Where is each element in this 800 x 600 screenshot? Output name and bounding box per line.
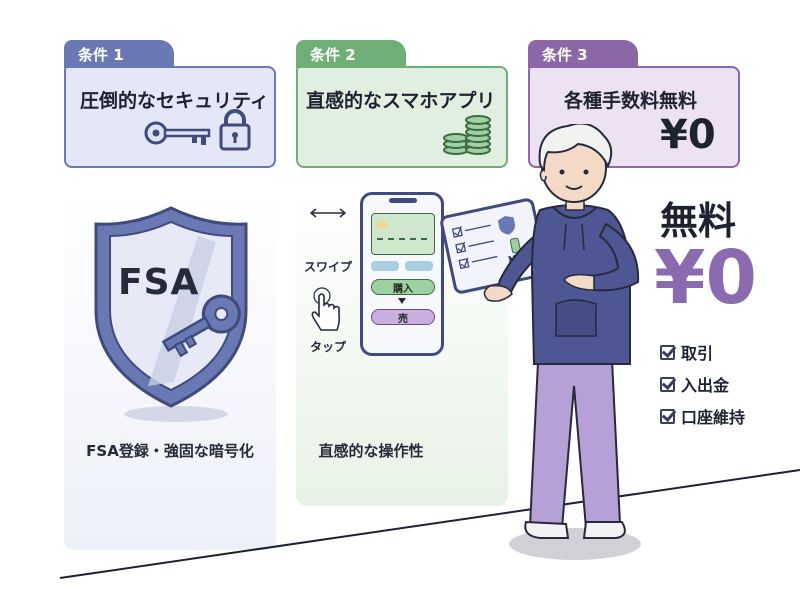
- free-item-account-maintenance: 口座維持: [660, 404, 745, 428]
- condition-1-title: 圧倒的なセキュリティ: [80, 90, 269, 112]
- swipe-label: スワイプ: [304, 260, 353, 274]
- checkbox-checked-icon: [660, 344, 675, 360]
- free-item-label: 入出金: [681, 376, 730, 395]
- free-heading: 無料: [660, 199, 737, 243]
- key-icon: [144, 121, 211, 145]
- checkbox-checked-icon: [660, 408, 675, 424]
- sell-button-label: 売: [398, 313, 408, 325]
- free-item-label: 取引: [681, 344, 714, 363]
- shield-icon: [94, 206, 248, 422]
- buy-button-label: 購入: [393, 283, 413, 295]
- condition-1-tab-label: 条件 1: [78, 45, 124, 64]
- condition-2-title: 直感的なスマホアプリ: [306, 90, 496, 112]
- tap-hand-icon: [311, 287, 341, 331]
- tablet-mockup: ¥0: [438, 196, 550, 296]
- tap-label: タップ: [310, 340, 347, 354]
- checkbox-checked-icon: [660, 376, 675, 392]
- free-item-label: 口座維持: [681, 408, 746, 427]
- sell-button[interactable]: 売: [371, 309, 435, 325]
- tablet-checklist: [451, 216, 521, 270]
- condition-3-tab-label: 条件 3: [542, 45, 588, 64]
- condition-1-card: [64, 66, 276, 168]
- condition-2-tab-label: 条件 2: [310, 45, 356, 64]
- down-triangle-icon: [398, 298, 406, 304]
- phone-tab-left[interactable]: [371, 261, 399, 271]
- coin-stack-icon: [443, 115, 491, 155]
- free-item-trading: 取引: [660, 340, 713, 364]
- phone-notch: [389, 198, 417, 203]
- condition-2-tab[interactable]: 条件 2: [296, 40, 406, 68]
- buy-button[interactable]: 購入: [371, 279, 435, 295]
- padlock-icon: [219, 109, 251, 151]
- shield-label: FSA: [118, 262, 200, 303]
- security-caption: FSA登録・強固な暗号化: [86, 442, 254, 460]
- swipe-arrow-icon: [309, 208, 347, 218]
- app-caption: 直感的な操作性: [318, 442, 424, 460]
- condition-3-price: ¥0: [660, 112, 716, 158]
- free-item-deposit-withdraw: 入出金: [660, 372, 729, 396]
- condition-3-title: 各種手数料無料: [564, 90, 698, 112]
- phone-tab-right[interactable]: [405, 261, 433, 271]
- person-illustration: [483, 124, 641, 560]
- condition-1-tab[interactable]: 条件 1: [64, 40, 174, 68]
- free-price: ¥0: [654, 235, 757, 321]
- phone-card-graphic: [371, 213, 435, 255]
- phone-mockup: 購入 売: [360, 192, 444, 356]
- condition-3-tab[interactable]: 条件 3: [528, 40, 638, 68]
